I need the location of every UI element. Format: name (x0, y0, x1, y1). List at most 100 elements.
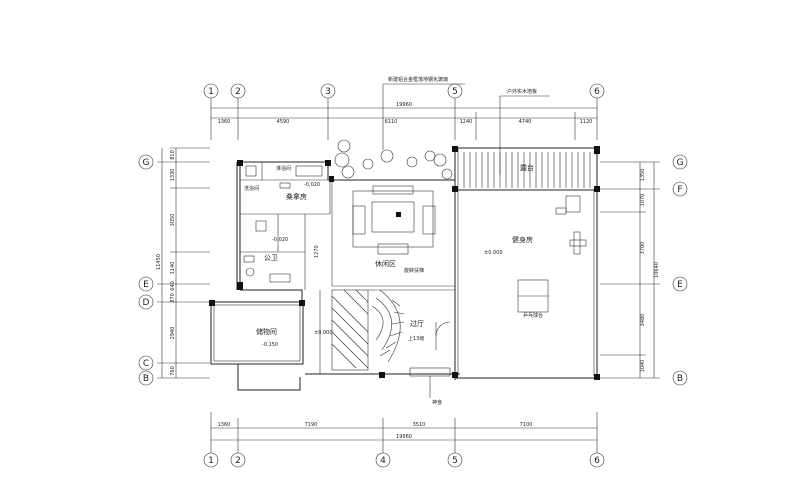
svg-text:4: 4 (380, 456, 386, 466)
svg-text:G: G (143, 158, 150, 168)
grid-bubble-bottom-6: 6 (589, 452, 605, 468)
label-gym: 健身房 (512, 235, 533, 244)
walls (209, 146, 600, 391)
left-dimensions: 11450 810 1330 3050 1140 640 870 2940 76… (156, 147, 210, 379)
label-sauna: 桑拿房 (286, 192, 307, 201)
bottom-dim-seg-1: 1360 (218, 422, 231, 428)
svg-text:2: 2 (235, 87, 241, 97)
bottom-dim-seg-2: 7190 (305, 422, 318, 428)
svg-text:新建铝合金框落地钢化玻璃: 新建铝合金框落地钢化玻璃 (388, 76, 448, 83)
left-dim-seg-3: 3050 (170, 214, 176, 227)
grid-bubble-top-2: 2 (230, 83, 246, 99)
svg-text:G: G (677, 158, 684, 168)
grid-bubble-left-E: E (138, 276, 154, 292)
label-toilet: 公卫 (264, 254, 278, 262)
label-hall: 过厅 (410, 319, 424, 328)
niche (409, 367, 451, 398)
svg-text:1: 1 (208, 87, 214, 97)
grid-bubble-right-G: G (672, 154, 688, 170)
svg-text:D: D (143, 298, 150, 308)
top-dimensions: 19960 1360 4590 6110 1240 4740 1120 (210, 102, 598, 140)
grid-bubble-top-6: 6 (589, 83, 605, 99)
grid-bubbles-left: G E D C B (138, 154, 154, 386)
terrace-decking (463, 152, 591, 188)
grid-bubbles-top: 1 2 3 5 6 (203, 83, 605, 112)
label-storage: 储物间 (256, 327, 277, 336)
top-dim-seg-5: 4740 (519, 119, 532, 125)
label-stairs-up: 上13级 (408, 335, 424, 342)
label-gym-level: ±0.000 (484, 250, 503, 256)
room-labels: 露台 淋浴间 洗浴间 -0.020 桑拿房 -0.020 公卫 1270 休闲区… (244, 163, 543, 406)
central-staircase (331, 289, 455, 369)
svg-text:F: F (677, 185, 682, 195)
svg-text:C: C (143, 359, 149, 369)
gym-equipment (517, 195, 587, 313)
label-spiral: 旋转扶梯 (404, 267, 424, 274)
label-stair-level: ±0.000 (314, 330, 333, 336)
grid-bubble-bottom-2: 2 (230, 452, 246, 468)
right-dim-seg-4: 3480 (640, 314, 646, 327)
grid-bubbles-right: G F E B (672, 154, 688, 386)
label-shower: 淋浴间 (276, 165, 291, 172)
bottom-dim-seg-3: 3510 (413, 422, 426, 428)
svg-text:6: 6 (594, 87, 600, 97)
lounge-sofa-set (352, 185, 436, 255)
label-toilet-level: -0.020 (272, 237, 288, 243)
svg-text:2: 2 (235, 456, 241, 466)
grid-bubble-left-C: C (138, 355, 154, 371)
svg-text:E: E (677, 280, 683, 290)
grid-bubble-right-B: B (672, 370, 688, 386)
svg-text:户外实木地板: 户外实木地板 (507, 88, 537, 95)
svg-text:5: 5 (452, 456, 458, 466)
label-terrace: 露台 (520, 163, 534, 172)
svg-text:E: E (143, 280, 149, 290)
svg-text:3: 3 (325, 87, 331, 97)
right-dimensions: 10640 1350 1070 3700 3480 1040 (600, 161, 660, 379)
annotation-deck: 户外实木地板 (499, 88, 550, 175)
grid-bubble-top-5: 5 (447, 83, 463, 99)
label-sauna-level: -0.020 (304, 182, 320, 188)
grid-bubble-bottom-1: 1 (203, 452, 219, 468)
left-dim-seg-8: 760 (170, 366, 176, 376)
grid-bubbles-bottom: 1 2 4 5 6 (203, 448, 605, 468)
top-dim-seg-6: 1120 (580, 119, 593, 125)
top-dim-seg-4: 1240 (460, 119, 473, 125)
left-dim-seg-7: 2940 (170, 327, 176, 340)
left-dim-seg-5: 640 (170, 281, 176, 291)
grid-bubble-bottom-5: 5 (447, 452, 463, 468)
grid-bubble-right-E: E (672, 276, 688, 292)
grid-bubble-left-B: B (138, 370, 154, 386)
grid-bubble-bottom-4: 4 (375, 452, 391, 468)
bottom-dimensions: 1360 7190 3510 7100 19960 (210, 412, 598, 448)
left-dim-seg-6: 870 (170, 293, 176, 303)
left-dim-total: 11450 (156, 254, 162, 270)
top-dim-seg-3: 6110 (385, 119, 398, 125)
top-dim-seg-2: 4590 (277, 119, 290, 125)
label-storage-level: -0.150 (262, 342, 278, 348)
right-dim-seg-2: 1070 (640, 194, 646, 207)
top-dim-seg-1: 1360 (218, 119, 231, 125)
svg-text:B: B (143, 374, 149, 384)
right-dim-seg-1: 1350 (640, 169, 646, 182)
label-pingpong: 乒乓球台 (523, 312, 543, 319)
grid-bubble-left-G: G (138, 154, 154, 170)
top-dim-total: 19960 (396, 102, 412, 108)
right-dim-total: 10640 (654, 262, 660, 278)
bottom-dim-seg-4: 7100 (520, 422, 533, 428)
plant-icons (334, 139, 453, 180)
label-niche: 神龛 (432, 399, 442, 406)
sauna-fixtures (243, 165, 323, 283)
annotation-window: 新建铝合金框落地钢化玻璃 (382, 76, 465, 150)
grid-bubble-right-F: F (672, 181, 688, 197)
right-dim-seg-5: 1040 (640, 360, 646, 373)
svg-text:5: 5 (452, 87, 458, 97)
left-dim-seg-4: 1140 (170, 262, 176, 275)
label-lounge-dim: 1270 (314, 245, 320, 258)
svg-text:1: 1 (208, 456, 214, 466)
svg-text:6: 6 (594, 456, 600, 466)
bottom-dim-total: 19960 (396, 434, 412, 440)
right-dim-seg-3: 3700 (640, 242, 646, 255)
grid-bubble-top-3: 3 (320, 83, 336, 99)
left-dim-seg-1: 810 (170, 150, 176, 160)
grid-bubble-top-1: 1 (203, 83, 219, 99)
